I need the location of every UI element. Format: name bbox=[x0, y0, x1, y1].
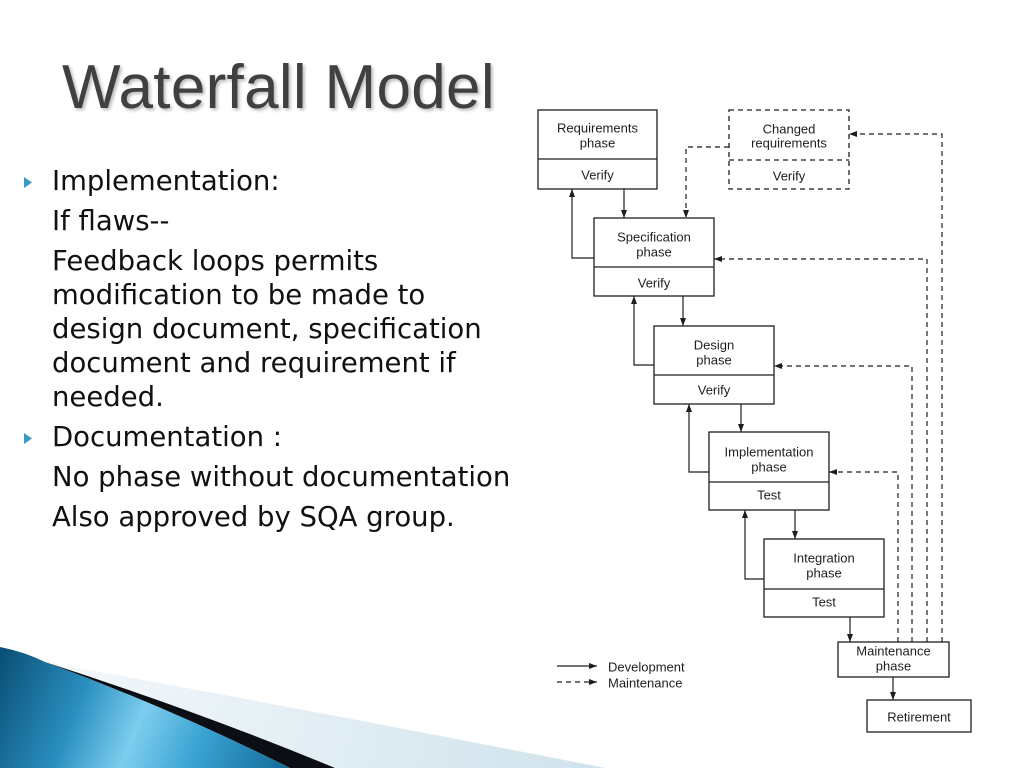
implementation-phase-label: phase bbox=[751, 460, 786, 475]
design-phase-frame bbox=[653, 325, 775, 405]
feedback-implementation-to-design bbox=[686, 404, 709, 473]
changed-requirements-label: Changed bbox=[763, 122, 816, 137]
swoosh-black-stripe bbox=[45, 662, 335, 768]
requirements-verify-label: Verify bbox=[581, 168, 614, 183]
specification-phase-frame bbox=[593, 217, 715, 297]
maintenance-phase-box: Maintenance phase bbox=[837, 641, 950, 678]
requirements-phase-label: phase bbox=[580, 136, 615, 151]
maintenance-to-specification bbox=[714, 256, 928, 642]
maintenance-phase-label: Maintenance bbox=[856, 644, 930, 659]
swoosh-light-band bbox=[45, 662, 605, 768]
text-line: If flaws-- bbox=[52, 205, 170, 237]
feedback-integration-to-implementation bbox=[742, 510, 764, 580]
changed-requirements-frame bbox=[728, 109, 850, 190]
text-line: Feedback loops permits bbox=[52, 245, 379, 277]
text-line: No phase without documentation bbox=[52, 461, 511, 493]
implementation-phase-frame bbox=[708, 431, 830, 511]
implementation-phase-box: Implementation phase Test bbox=[708, 431, 830, 511]
changed-requirements-label: requirements bbox=[751, 136, 827, 151]
requirements-phase-frame bbox=[537, 109, 658, 190]
legend-maintenance-label: Maintenance bbox=[608, 676, 682, 691]
maintenance-arrows bbox=[683, 131, 943, 642]
specification-phase-label: Specification bbox=[617, 230, 691, 245]
implementation-test-label: Test bbox=[757, 488, 781, 503]
bullet-triangle-icon bbox=[24, 433, 32, 444]
specification-phase-box: Specification phase Verify bbox=[593, 217, 715, 297]
slide-title: Waterfall Model bbox=[62, 53, 495, 122]
integration-phase-box: Integration phase Test bbox=[763, 538, 885, 618]
bullet-documentation: Documentation : No phase without documen… bbox=[24, 420, 532, 534]
sub-paragraph: Also approved by SQA group. bbox=[52, 500, 532, 534]
waterfall-diagram: Requirements phase Verify Changed requir… bbox=[537, 109, 972, 733]
design-phase-box: Design phase Verify bbox=[653, 325, 775, 405]
design-verify-label: Verify bbox=[698, 383, 731, 398]
maintenance-phase-label: phase bbox=[876, 659, 911, 674]
text-line: needed. bbox=[52, 381, 164, 413]
specification-phase-label: phase bbox=[636, 245, 671, 260]
feedback-specification-to-requirements bbox=[569, 189, 594, 259]
specification-verify-label: Verify bbox=[638, 276, 671, 291]
bullet-triangle-icon bbox=[24, 177, 32, 188]
retirement-box: Retirement bbox=[866, 699, 972, 733]
implementation-phase-label: Implementation bbox=[725, 445, 814, 460]
legend-development-label: Development bbox=[608, 660, 685, 675]
requirements-phase-label: Requirements bbox=[557, 121, 638, 136]
legend-item-development: Development bbox=[557, 660, 685, 675]
sub-paragraph: No phase without documentation bbox=[52, 460, 532, 494]
design-phase-label: phase bbox=[696, 353, 731, 368]
maintenance-to-design bbox=[774, 363, 913, 642]
text-line: document and requirement if bbox=[52, 347, 456, 379]
maintenance-to-implementation bbox=[829, 469, 899, 642]
integration-phase-frame bbox=[763, 538, 885, 618]
bullet-content: Implementation: If flaws-- Feedback loop… bbox=[24, 164, 532, 534]
text-line: modification to be made to bbox=[52, 279, 426, 311]
changed-requirements-verify-label: Verify bbox=[773, 169, 806, 184]
sub-paragraph: If flaws-- bbox=[52, 204, 532, 238]
design-phase-label: Design bbox=[694, 338, 734, 353]
integration-phase-label: Integration bbox=[793, 551, 854, 566]
text-line: design document, specification bbox=[52, 313, 482, 345]
integration-test-label: Test bbox=[812, 595, 836, 610]
legend: Development Maintenance bbox=[557, 660, 685, 691]
integration-phase-label: phase bbox=[806, 566, 841, 581]
swoosh-blue-wave bbox=[0, 647, 290, 768]
retirement-label: Retirement bbox=[887, 710, 951, 725]
text-line: Also approved by SQA group. bbox=[52, 501, 455, 533]
maintenance-phase-frame bbox=[837, 641, 950, 678]
sub-paragraph: Feedback loops permits modification to b… bbox=[52, 244, 532, 414]
legend-item-maintenance: Maintenance bbox=[557, 676, 682, 691]
maintenance-to-changed-requirements bbox=[849, 131, 943, 642]
feedback-design-to-specification bbox=[631, 296, 654, 366]
corner-swoosh-decoration bbox=[0, 647, 605, 768]
development-arrows bbox=[569, 189, 896, 700]
changed-requirements-box: Changed requirements Verify bbox=[728, 109, 850, 190]
retirement-frame bbox=[866, 699, 972, 733]
bullet-heading: Implementation: bbox=[52, 165, 280, 197]
requirements-phase-box: Requirements phase Verify bbox=[537, 109, 658, 190]
bullet-implementation: Implementation: If flaws-- Feedback loop… bbox=[24, 164, 532, 414]
bullet-heading: Documentation : bbox=[52, 421, 283, 453]
changed-requirements-to-specification bbox=[683, 146, 729, 218]
